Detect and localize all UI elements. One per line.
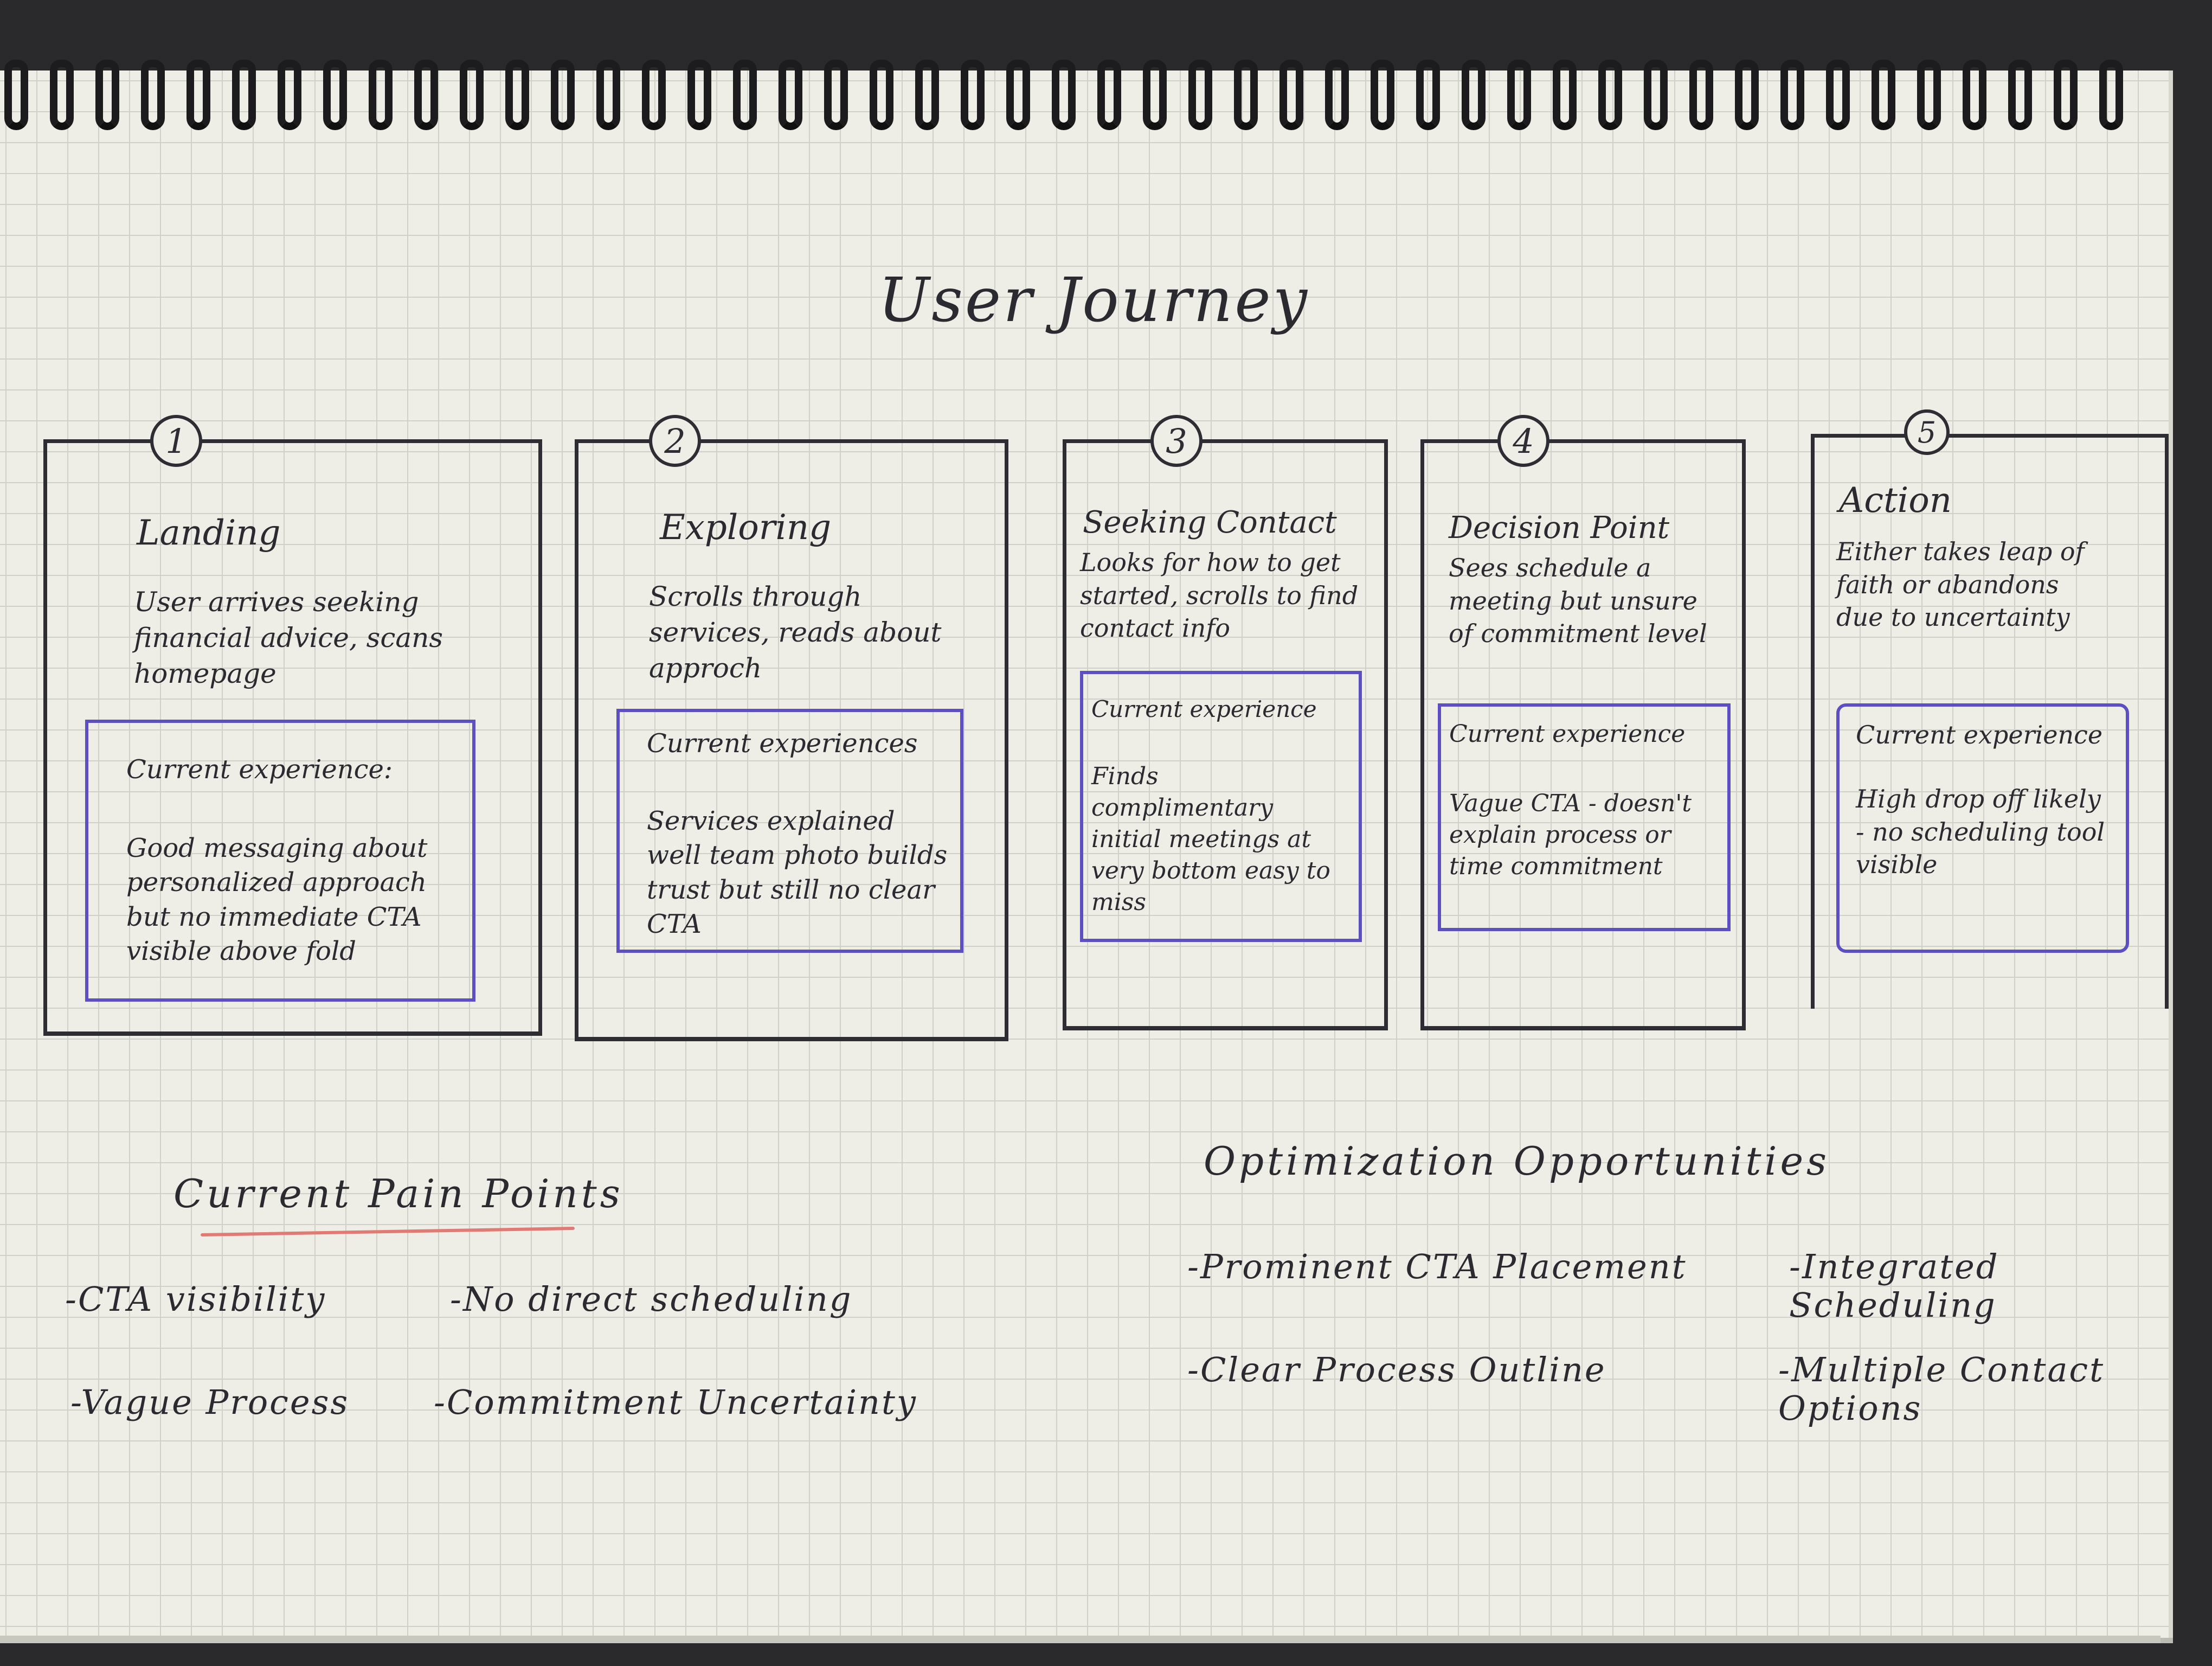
- experience-text: Vague CTA - doesn't explain process or t…: [1449, 790, 1692, 881]
- experience-text: High drop off likely - no scheduling too…: [1856, 784, 2105, 880]
- optimization-item: -Prominent CTA Placement: [1187, 1247, 1687, 1286]
- pain-point-item: -Vague Process: [70, 1382, 350, 1422]
- stage-title: Landing: [137, 513, 281, 553]
- stage-number-badge: 2: [649, 415, 701, 467]
- experience-label: Current experience:: [126, 754, 393, 785]
- stage-title: Exploring: [660, 508, 832, 548]
- stage-description: Sees schedule a meeting but unsure of co…: [1449, 553, 1707, 649]
- stage-card-seeking-contact: 3 Seeking Contact Looks for how to get s…: [1063, 415, 1388, 1030]
- experience-label: Current experience: [1856, 720, 2103, 749]
- experience-text: Finds complimentary initial meetings at …: [1091, 762, 1330, 917]
- stage-title: Seeking Contact: [1083, 505, 1337, 540]
- stage-description: Scrolls through services, reads about ap…: [649, 581, 942, 684]
- spiral-binding: [0, 60, 2173, 141]
- experience-label: Current experiences: [647, 728, 918, 759]
- experience-text: Good messaging about personalized approa…: [126, 833, 428, 967]
- current-experience-box: Current experience Vague CTA - doesn't e…: [1438, 703, 1731, 931]
- page-stack-edge: [0, 1636, 2160, 1643]
- stage-description: Looks for how to get started, scrolls to…: [1080, 548, 1359, 643]
- stage-title: Decision Point: [1449, 510, 1670, 546]
- stage-number-badge: 5: [1904, 409, 1950, 455]
- stage-card-decision-point: 4 Decision Point Sees schedule a meeting…: [1420, 415, 1746, 1030]
- experience-text: Services explained well team photo build…: [647, 806, 948, 940]
- stage-number-badge: 1: [150, 415, 202, 467]
- current-experience-box: Current experience High drop off likely …: [1836, 703, 2129, 953]
- optimization-item: -Clear Process Outline: [1187, 1350, 1606, 1389]
- current-experience-box: Current experience Finds complimentary i…: [1080, 671, 1362, 942]
- experience-label: Current experience: [1449, 720, 1686, 748]
- optimization-item: -Multiple Contact Options: [1778, 1350, 2105, 1428]
- stage-title: Action: [1839, 480, 1952, 521]
- stage-card-landing: 1 Landing User arrives seeking financial…: [43, 415, 542, 1036]
- stage-card-exploring: 2 Exploring Scrolls through services, re…: [575, 415, 1008, 1041]
- notebook-page: [0, 71, 2173, 1638]
- stage-number-badge: 4: [1497, 415, 1549, 467]
- pain-point-item: -No direct scheduling: [450, 1279, 853, 1319]
- diagram-title: User Journey: [878, 265, 1309, 336]
- experience-label: Current experience: [1091, 696, 1317, 722]
- stage-number-badge: 3: [1150, 415, 1203, 467]
- optimization-title: Optimization Opportunities: [1204, 1138, 1830, 1184]
- current-experience-box: Current experience: Good messaging about…: [85, 720, 475, 1002]
- pain-point-item: -CTA visibility: [65, 1279, 326, 1319]
- current-experience-box: Current experiences Services explained w…: [616, 709, 963, 953]
- stage-description: Either takes leap of faith or abandons d…: [1836, 537, 2085, 632]
- pain-point-item: -Commitment Uncertainty: [434, 1382, 917, 1422]
- stage-card-action: 5 Action Either takes leap of faith or a…: [1811, 409, 2169, 1009]
- pain-points-title: Current Pain Points: [173, 1171, 623, 1216]
- stage-description: User arrives seeking financial advice, s…: [134, 586, 443, 689]
- optimization-item: -Integrated Scheduling: [1789, 1247, 1999, 1325]
